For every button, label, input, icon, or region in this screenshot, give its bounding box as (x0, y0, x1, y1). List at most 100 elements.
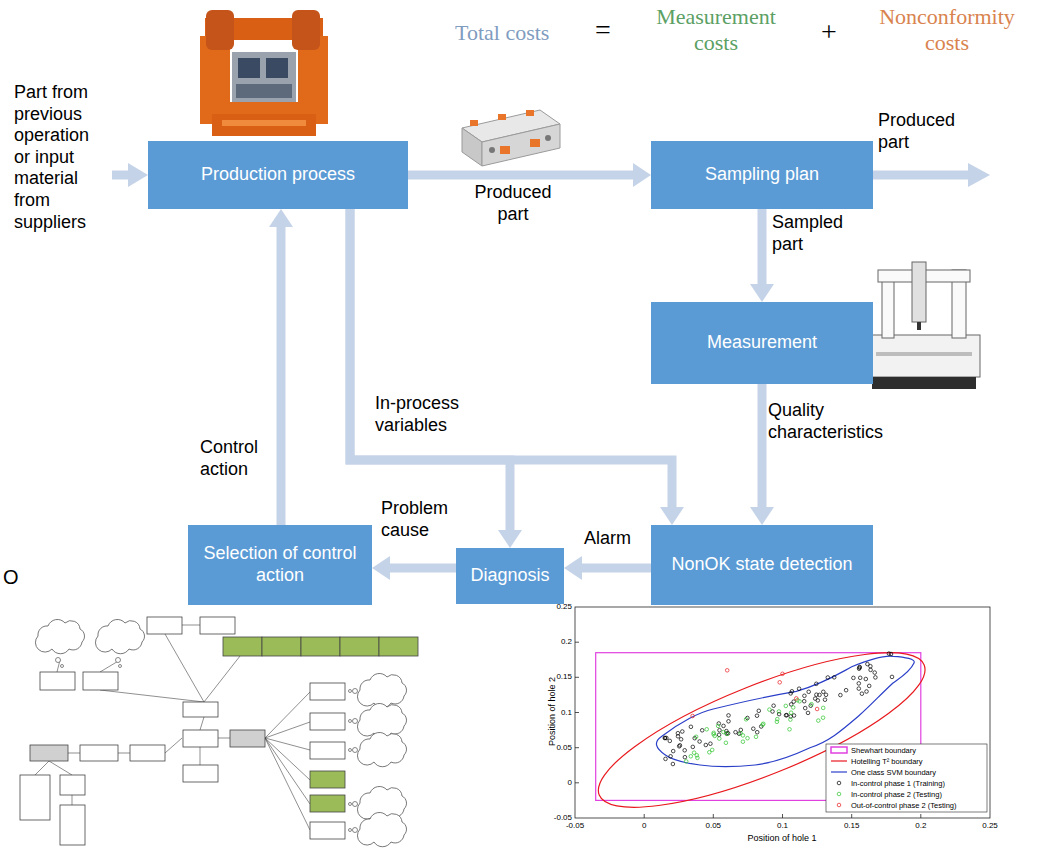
data-point (718, 728, 722, 732)
machine-part (232, 52, 296, 102)
flow-arrow (750, 209, 774, 302)
data-point (681, 730, 685, 734)
flow-arrow (350, 209, 522, 548)
data-point (789, 711, 793, 715)
machine-part (212, 114, 316, 136)
machine-illustration (200, 10, 328, 136)
data-point (704, 743, 708, 747)
thought-clouds (35, 619, 406, 846)
tick-label: 0.25 (972, 821, 1008, 831)
tick-label: -0.05 (557, 821, 593, 831)
annotation: Part from previous operation or input ma… (14, 82, 108, 233)
data-point (716, 724, 720, 728)
cmm-ram (912, 262, 926, 322)
data-point (727, 714, 731, 718)
machine-part (266, 58, 288, 78)
data-point (689, 725, 693, 729)
data-point (696, 756, 700, 760)
annotation: Measurement costs (641, 4, 791, 57)
data-point (826, 676, 830, 680)
data-point (679, 738, 683, 742)
data-point (860, 692, 864, 696)
part-illustration (462, 110, 560, 166)
data-point (761, 723, 765, 727)
part-feature (489, 147, 495, 153)
data-point (676, 731, 680, 735)
axis-title: Position of hole 1 (722, 833, 842, 844)
data-point (791, 706, 795, 710)
data-point (777, 710, 781, 714)
process-box: Selection of control action (188, 525, 372, 605)
data-point (692, 751, 696, 755)
process-box: Production process (148, 141, 408, 209)
box-label: Production process (201, 164, 355, 186)
data-point (741, 734, 745, 738)
tick-label: 0 (626, 821, 662, 831)
data-point (890, 675, 894, 679)
annotation: O (3, 565, 23, 589)
annotation: Produced part (878, 110, 978, 153)
legend-label: Hotelling T² boundary (851, 757, 923, 766)
data-point (803, 694, 807, 698)
arrow-shaft (388, 564, 456, 573)
legend-box (826, 744, 987, 812)
data-point (683, 755, 687, 759)
box-label: Selection of control action (198, 543, 362, 586)
data-point (752, 727, 756, 731)
data-point (768, 708, 772, 712)
data-point (873, 671, 877, 675)
data-point (708, 751, 712, 755)
flow-arrow (350, 209, 684, 525)
data-point (713, 734, 717, 738)
part-face (482, 124, 560, 166)
machine-part (238, 58, 260, 78)
data-point (755, 714, 759, 718)
tick-label: 0 (538, 778, 572, 788)
box-label: Diagnosis (470, 565, 549, 587)
data-point (775, 720, 779, 724)
data-point (844, 688, 848, 692)
process-box: Sampling plan (651, 141, 873, 209)
plot-frame (575, 607, 990, 818)
data-point (781, 672, 785, 676)
data-point (734, 730, 738, 734)
arrow-shaft (758, 209, 767, 286)
arrow-head (633, 163, 651, 187)
box-label: Measurement (707, 332, 817, 354)
arrow-head (750, 284, 774, 302)
arrow-shaft (350, 209, 672, 509)
data-point (789, 718, 793, 722)
part-feature (498, 114, 506, 120)
flow-arrow (372, 556, 456, 580)
data-point (815, 682, 819, 686)
annotation: = (590, 13, 616, 47)
data-point (722, 724, 726, 728)
arrow-head (660, 507, 684, 525)
data-point (852, 676, 856, 680)
edge-label: Control action (200, 437, 272, 480)
data-point (802, 699, 806, 703)
edge-label: Problem cause (381, 498, 453, 541)
data-point (821, 716, 825, 720)
data-point (669, 755, 673, 759)
data-point (744, 718, 748, 722)
arrow-head (564, 556, 582, 580)
cmm-table (868, 335, 980, 377)
data-point (700, 729, 704, 733)
tick-label: 0.05 (695, 821, 731, 831)
data-point (816, 699, 820, 703)
process-box: NonOK state detection (651, 525, 873, 605)
legend-label: Out-of-control phase 2 (Testing) (851, 801, 956, 810)
annotation: + (816, 15, 842, 49)
flowchart-boxes (20, 617, 345, 845)
machine-part (206, 10, 234, 50)
data-point (823, 698, 827, 702)
cmm-detail (876, 352, 972, 356)
data-point (671, 762, 675, 766)
data-point (806, 711, 810, 715)
data-point (822, 690, 826, 694)
data-point (795, 697, 799, 701)
arrow-shaft (580, 564, 651, 573)
data-point (725, 669, 729, 673)
